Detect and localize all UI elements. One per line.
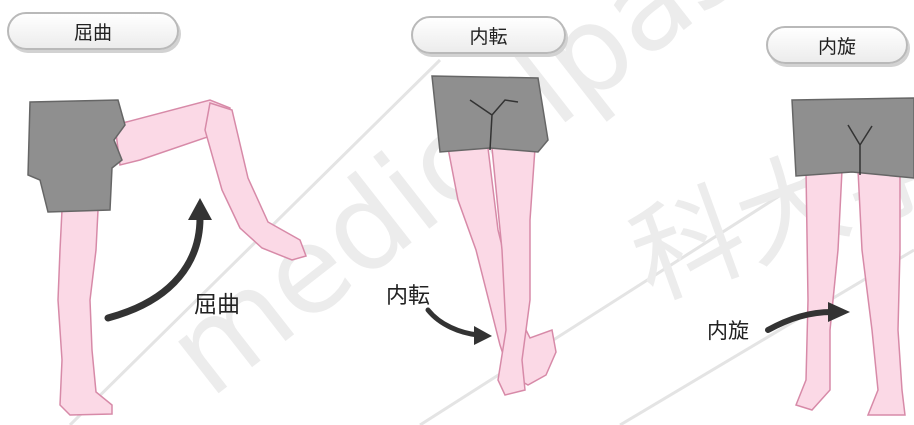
panel-title-flexion: 屈曲 <box>7 12 179 50</box>
adduction-illustration <box>425 75 557 396</box>
raised-shin <box>204 102 307 261</box>
shorts <box>791 97 914 179</box>
flexion-arrow <box>104 214 204 322</box>
adduction-arrowhead <box>474 326 492 345</box>
flexion-illustration <box>27 99 307 416</box>
motion-label-adduction: 内転 <box>386 284 431 309</box>
panel-title-internal-rotation: 内旋 <box>766 26 908 64</box>
left-leg <box>795 169 843 411</box>
adduction-arrow <box>425 307 481 338</box>
left-leg <box>491 147 536 396</box>
rotation-arrowhead <box>828 302 850 322</box>
rotation-arrow <box>765 309 835 333</box>
flexion-arrowhead <box>188 198 212 220</box>
motion-label-flexion: 屈曲 <box>194 292 240 318</box>
internal-rotation-illustration <box>765 97 914 416</box>
panel-title-adduction: 内転 <box>411 16 566 54</box>
standing-leg <box>57 209 113 416</box>
shorts <box>27 99 126 213</box>
motion-label-internal-rotation: 内旋 <box>707 319 749 343</box>
right-leg <box>857 169 906 416</box>
